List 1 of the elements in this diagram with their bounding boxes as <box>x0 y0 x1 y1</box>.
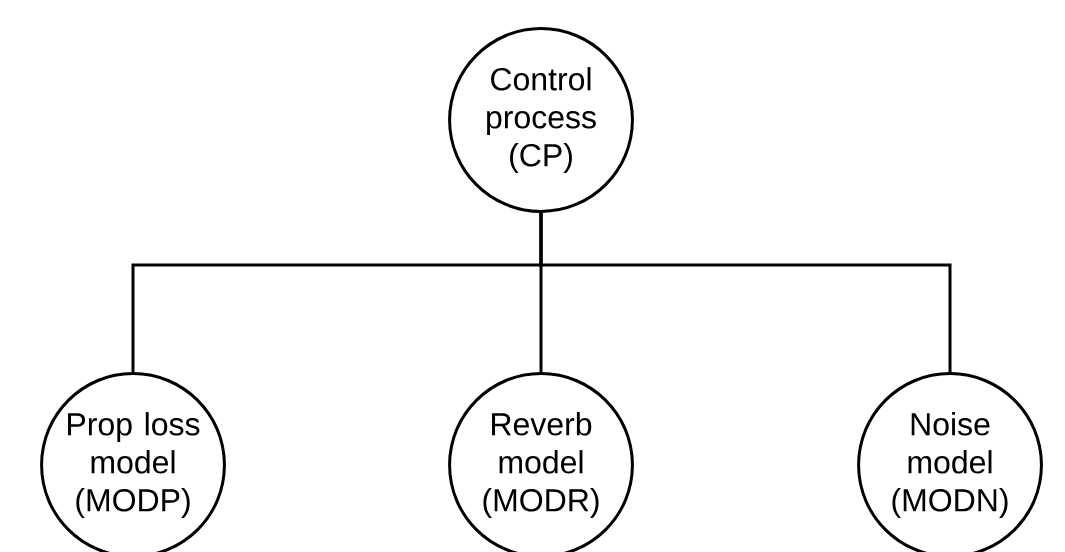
connector-line <box>539 212 952 373</box>
